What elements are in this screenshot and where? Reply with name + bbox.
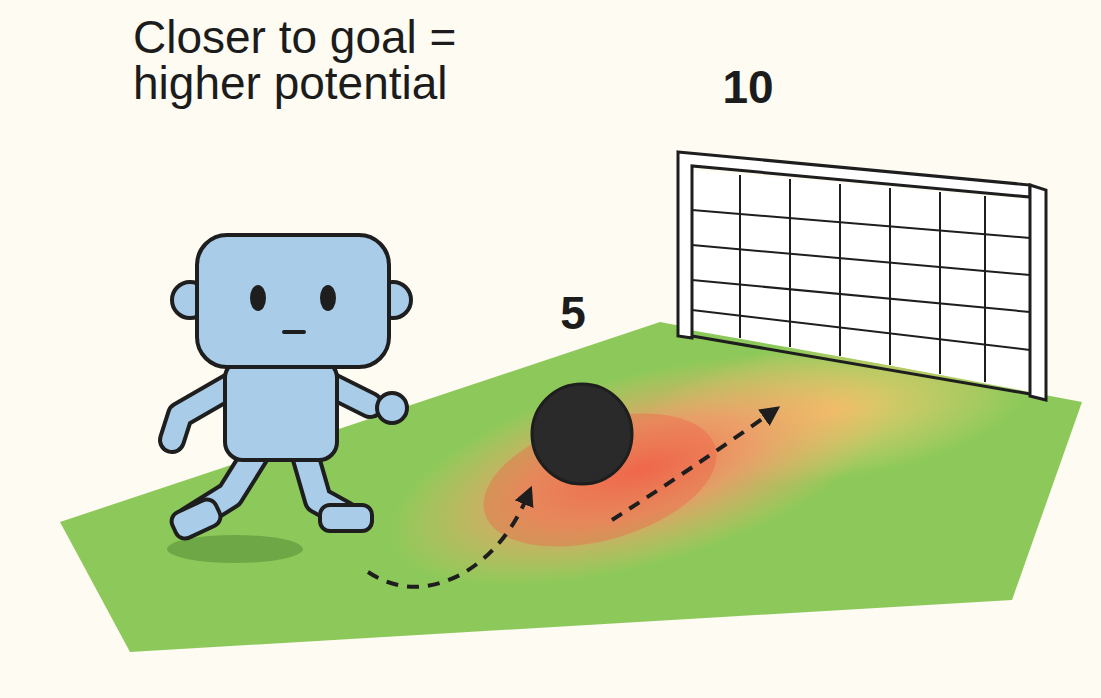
kick-path — [368, 412, 772, 587]
score-number: 5 — [560, 290, 586, 336]
heading: Closer to goal = higher potential — [133, 14, 563, 106]
score-number: 10 — [722, 64, 773, 110]
ball — [532, 384, 632, 484]
robot — [167, 235, 411, 563]
goal — [678, 152, 1046, 400]
